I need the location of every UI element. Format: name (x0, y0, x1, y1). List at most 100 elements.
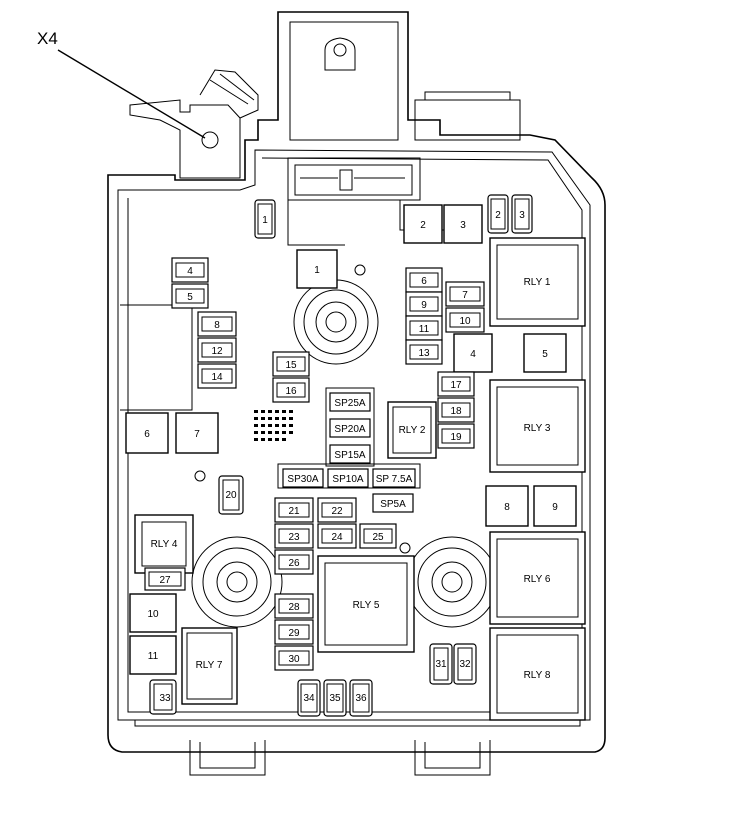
fuse-13: 13 (405, 339, 443, 365)
block-5-label: 5 (542, 349, 548, 360)
fuse-19-label: 19 (450, 432, 462, 443)
fuse-30-label: 30 (288, 654, 300, 665)
stud-right (406, 536, 498, 628)
fuse-17-label: 17 (450, 380, 462, 391)
block-6-label: 6 (144, 429, 150, 440)
fuse-15-label: 15 (285, 360, 297, 371)
fuse-33-label: 33 (159, 693, 171, 704)
fuse-6: 6 (405, 267, 443, 293)
block-2-label: 2 (420, 220, 426, 231)
block-3-label: 3 (460, 220, 466, 231)
fuse-2-top-label: 2 (495, 210, 501, 221)
block-5: 5 (523, 333, 567, 373)
spare-sp30a-label: SP30A (287, 474, 318, 485)
fuse-29: 29 (274, 619, 314, 645)
fuse-5-label: 5 (187, 292, 193, 303)
stud-center-top (293, 279, 379, 365)
fuse-11-label: 11 (419, 324, 430, 335)
callout-x4: X4 (37, 29, 206, 139)
block-8: 8 (485, 485, 529, 527)
fuse-25: 25 (359, 523, 397, 549)
relay-3: RLY 3 (489, 379, 586, 473)
block-11: 11 (129, 635, 177, 675)
fuse-31-label: 31 (435, 659, 447, 670)
fuse-14-label: 14 (211, 372, 223, 383)
fuse-8: 8 (197, 311, 237, 337)
relay-1: RLY 1 (489, 237, 586, 327)
relay-1-label: RLY 1 (524, 277, 551, 288)
fuse-26: 26 (274, 549, 314, 575)
block-10-label: 10 (147, 609, 159, 620)
fuse-22-label: 22 (331, 506, 343, 517)
fuse-24-label: 24 (331, 532, 343, 543)
fuse-34: 34 (297, 679, 321, 717)
spare-sp10a-label: SP10A (332, 474, 363, 485)
spare-sp15a: SP15A (329, 444, 371, 464)
fuse-26-label: 26 (288, 558, 300, 569)
fuse-23: 23 (274, 523, 314, 549)
block-4-label: 4 (470, 349, 476, 360)
block-10: 10 (129, 593, 177, 633)
fuse-4-label: 4 (187, 266, 193, 277)
fuse-33: 33 (149, 679, 177, 715)
relay-4-label: RLY 4 (151, 539, 178, 550)
spare-sp25a: SP25A (329, 392, 371, 412)
block-9-label: 9 (552, 502, 558, 513)
fuse-23-label: 23 (288, 532, 300, 543)
fuse-16-label: 16 (285, 386, 297, 397)
spare-sp5a: SP5A (372, 493, 414, 513)
fuse-16: 16 (272, 377, 310, 403)
fuse-3-top: 3 (511, 194, 533, 234)
fuse-18: 18 (437, 397, 475, 423)
spare-sp75a-label: SP 7.5A (376, 474, 413, 485)
fuse-22: 22 (317, 497, 357, 523)
fuse-10-label: 10 (459, 316, 471, 327)
fuse-4: 4 (171, 257, 209, 283)
block-7: 7 (175, 412, 219, 454)
fuse-9: 9 (405, 291, 443, 317)
fuse-21: 21 (274, 497, 314, 523)
block-7-label: 7 (194, 429, 200, 440)
fuse-34-label: 34 (303, 693, 315, 704)
relay-2: RLY 2 (387, 401, 437, 459)
block-8-label: 8 (504, 502, 510, 513)
relay-6: RLY 6 (489, 531, 586, 625)
block-3: 3 (443, 204, 483, 244)
fuse-17: 17 (437, 371, 475, 397)
block-11-label: 11 (148, 651, 159, 662)
relay-6-label: RLY 6 (524, 574, 551, 585)
fuse-3-top-label: 3 (519, 210, 525, 221)
relay-8: RLY 8 (489, 627, 586, 721)
fuse-18-label: 18 (450, 406, 462, 417)
fuse-36: 36 (349, 679, 373, 717)
fuse-12: 12 (197, 337, 237, 363)
fuse-24: 24 (317, 523, 357, 549)
callout-label: X4 (37, 29, 58, 48)
fuse-20: 20 (218, 475, 244, 515)
spare-sp5a-label: SP5A (380, 499, 406, 510)
relay-8-label: RLY 8 (524, 670, 551, 681)
relay-3-label: RLY 3 (524, 423, 551, 434)
fuse-11: 11 (405, 315, 443, 341)
spare-sp15a-label: SP15A (334, 450, 365, 461)
fuse-5: 5 (171, 283, 209, 309)
relay-5: RLY 5 (317, 555, 415, 653)
spare-sp25a-label: SP25A (334, 398, 365, 409)
relay-2-label: RLY 2 (399, 425, 426, 436)
fuse-27: 27 (144, 567, 186, 591)
block-4: 4 (453, 333, 493, 373)
fuse-9-label: 9 (421, 300, 427, 311)
fuse-15: 15 (272, 351, 310, 377)
relay-7: RLY 7 (181, 627, 238, 705)
spare-sp10a: SP10A (327, 468, 369, 488)
fuse-2-top: 2 (487, 194, 509, 234)
fuse-19: 19 (437, 423, 475, 449)
block-6: 6 (125, 412, 169, 454)
fuse-29-label: 29 (288, 628, 300, 639)
spare-sp20a-label: SP20A (334, 424, 365, 435)
fuse-10: 10 (445, 307, 485, 333)
fuse-32-label: 32 (459, 659, 471, 670)
relay-7-label: RLY 7 (196, 660, 223, 671)
